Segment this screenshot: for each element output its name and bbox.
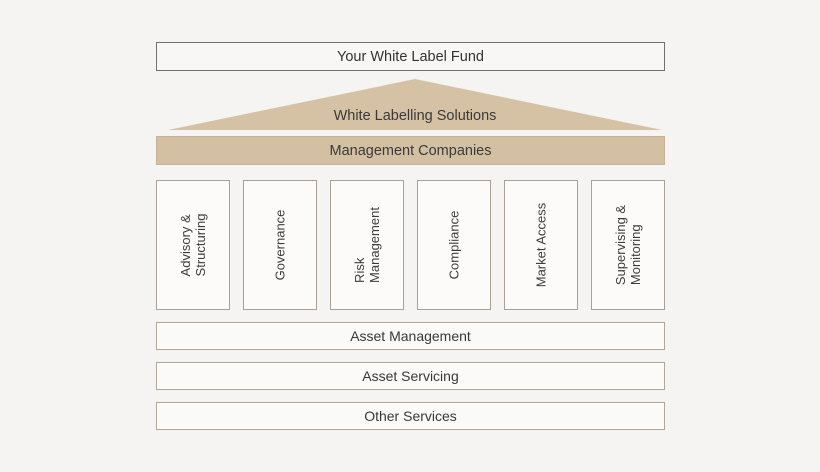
pillars-row: Advisory & Structuring Governance Risk M… xyxy=(156,180,665,310)
roof-triangle: White Labelling Solutions xyxy=(168,79,662,130)
pillar-risk-management: Risk Management xyxy=(330,180,404,310)
roof-label: White Labelling Solutions xyxy=(333,108,497,124)
service-bar-asset-servicing: Asset Servicing xyxy=(156,362,665,390)
pillar-label: Market Access xyxy=(533,202,549,288)
fund-title-box: Your White Label Fund xyxy=(156,42,665,71)
pillar-market-access: Market Access xyxy=(504,180,578,310)
pillar-supervising-monitoring: Supervising & Monitoring xyxy=(591,180,665,310)
pillar-label: Risk Management xyxy=(352,207,382,283)
pillar-label: Compliance xyxy=(446,210,462,280)
service-bar-asset-management: Asset Management xyxy=(156,322,665,350)
pillar-compliance: Compliance xyxy=(417,180,491,310)
pillar-label: Advisory & Structuring xyxy=(178,213,208,277)
pillar-advisory-structuring: Advisory & Structuring xyxy=(156,180,230,310)
pillar-label: Supervising & Monitoring xyxy=(613,204,643,286)
pillar-label: Governance xyxy=(272,209,288,281)
management-companies-band: Management Companies xyxy=(156,136,665,165)
pillar-governance: Governance xyxy=(243,180,317,310)
service-bar-other-services: Other Services xyxy=(156,402,665,430)
